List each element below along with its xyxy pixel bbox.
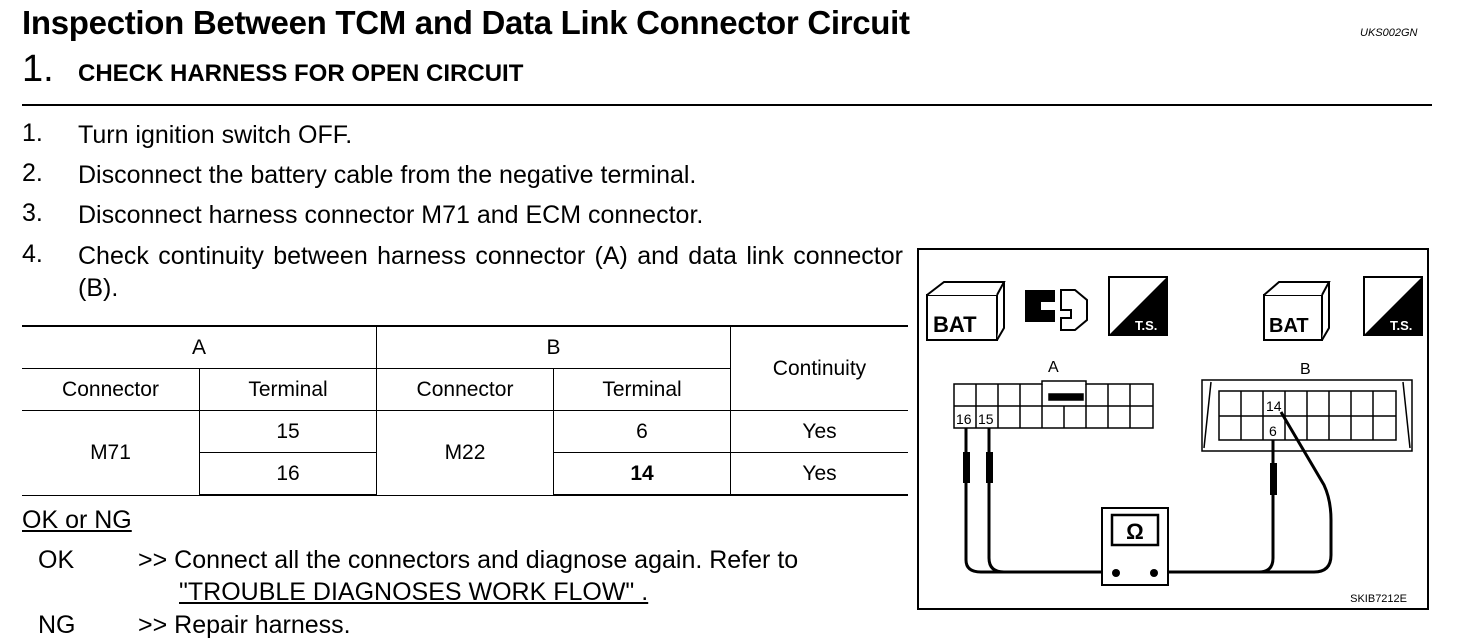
ts-icon: T.S.	[1363, 276, 1423, 336]
document-code: UKS002GN	[1360, 27, 1418, 39]
probe-wires	[964, 411, 1333, 574]
figure-code: SKIB7212E	[1350, 593, 1407, 605]
ok-label: OK	[38, 546, 75, 574]
svg-text:16: 16	[956, 411, 972, 427]
trouble-diagnoses-link[interactable]: "TROUBLE DIAGNOSES WORK FLOW" .	[179, 578, 649, 606]
connector-disconnect-icon	[1025, 289, 1088, 331]
connector-a-label: A	[1048, 359, 1059, 376]
svg-text:6: 6	[1269, 423, 1277, 439]
svg-text:BAT: BAT	[1269, 315, 1309, 337]
step-number: 1.	[22, 48, 54, 90]
battery-icon: BAT	[1263, 281, 1331, 341]
wiring-diagram: BAT BAT T.S. T.S. A B 16 15 14 6 Ω SKIB7…	[917, 248, 1429, 610]
ohmmeter-icon: Ω	[1101, 507, 1169, 586]
ng-label: NG	[38, 611, 76, 639]
svg-text:14: 14	[1266, 398, 1282, 414]
svg-text:T.S.: T.S.	[1135, 318, 1157, 333]
battery-icon: BAT	[926, 281, 1006, 341]
svg-text:Ω: Ω	[1126, 519, 1144, 544]
ts-icon: T.S.	[1108, 276, 1168, 336]
ok-text: >> Connect all the connectors and diagno…	[138, 546, 799, 574]
svg-text:15: 15	[978, 411, 994, 427]
ng-text: >> Repair harness.	[138, 611, 351, 639]
page-title: Inspection Between TCM and Data Link Con…	[22, 4, 910, 41]
svg-text:BAT: BAT	[933, 312, 977, 337]
svg-text:T.S.: T.S.	[1390, 318, 1412, 333]
ok-ng-heading: OK or NG	[22, 506, 132, 534]
connector-b	[1201, 379, 1413, 452]
step-title: CHECK HARNESS FOR OPEN CIRCUIT	[78, 60, 524, 87]
divider	[22, 104, 1432, 106]
connector-a	[953, 380, 1154, 429]
connector-b-label: B	[1300, 361, 1311, 378]
